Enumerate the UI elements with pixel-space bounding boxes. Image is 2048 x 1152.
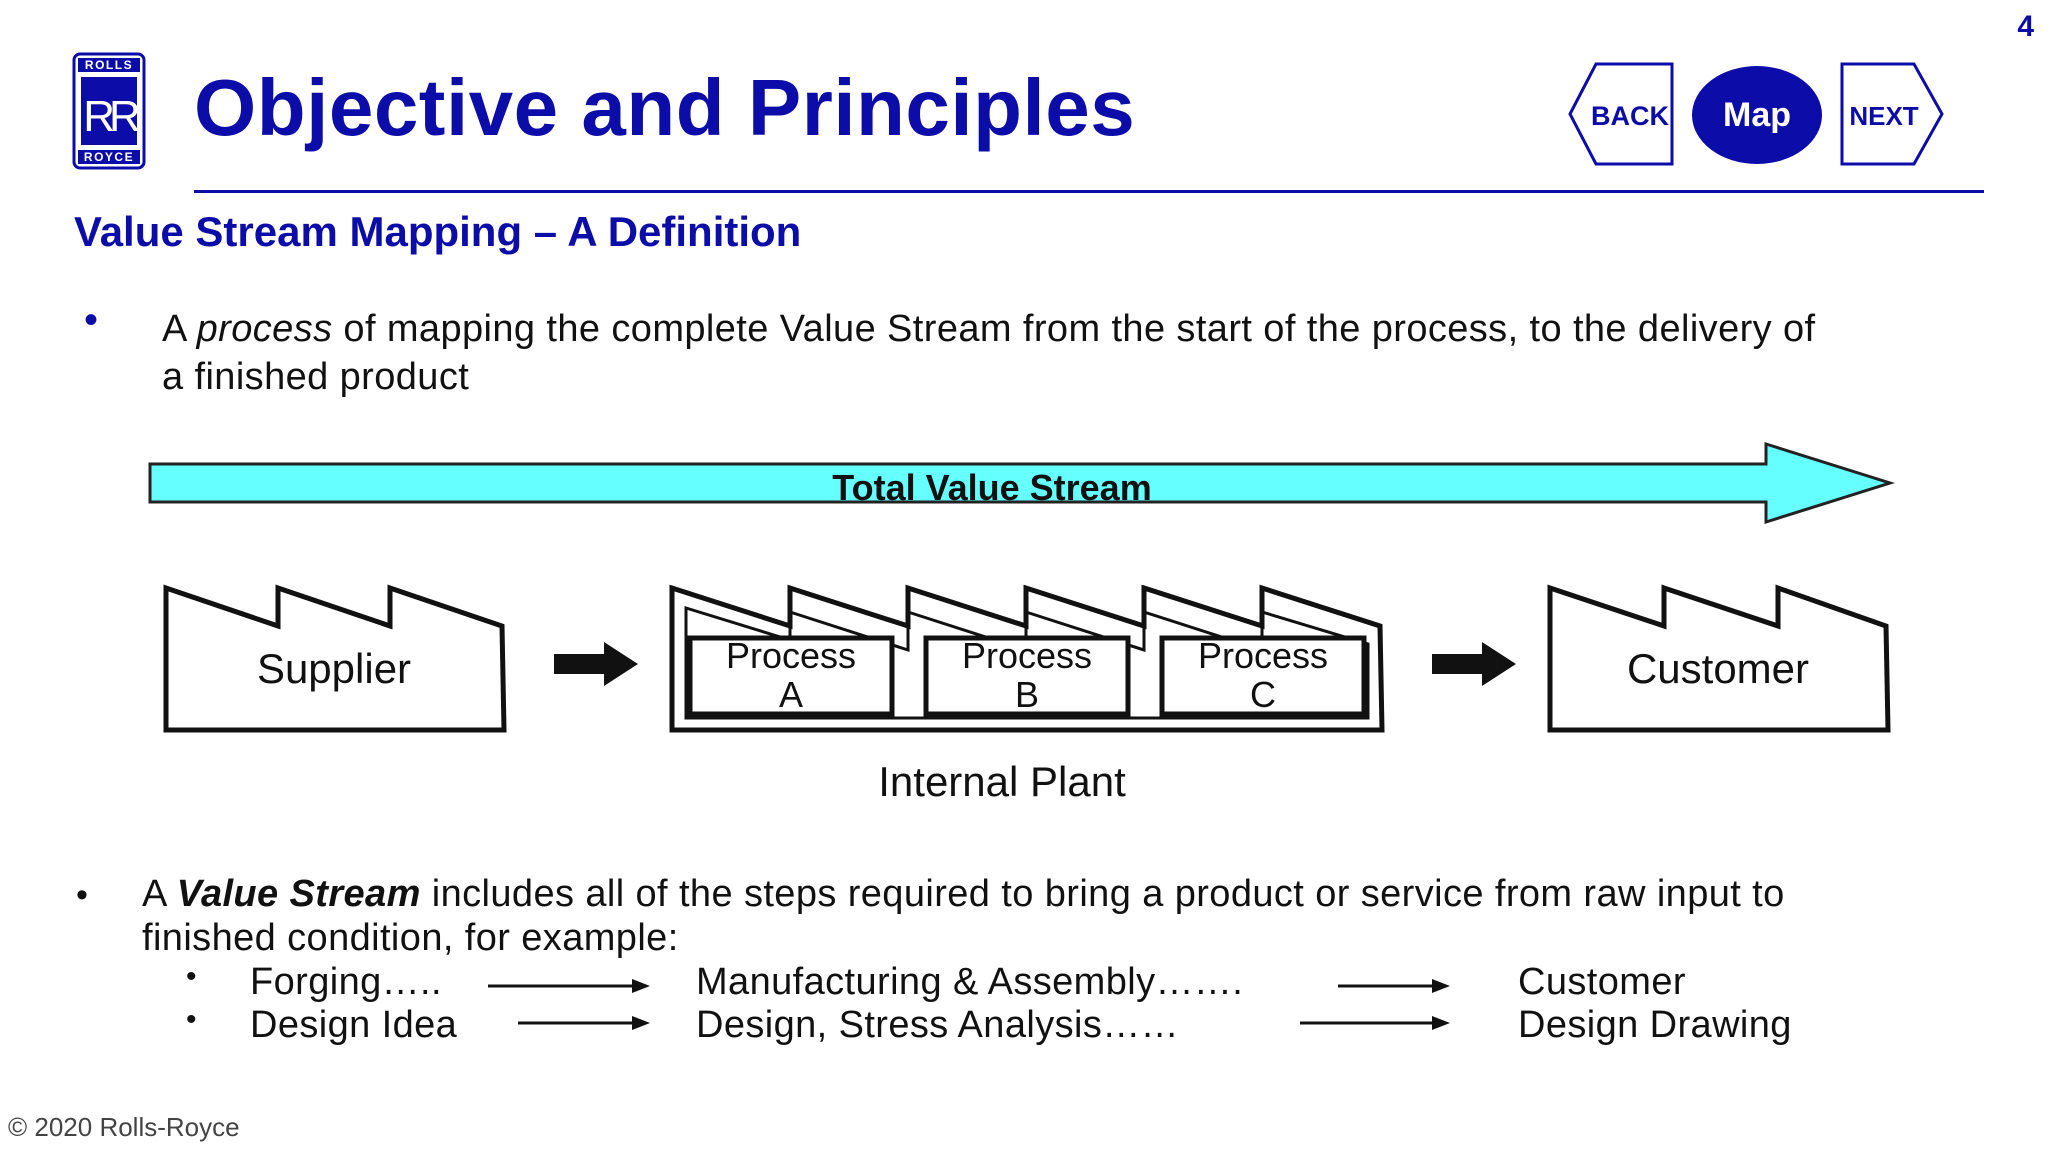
process-b-word: Process xyxy=(962,635,1092,676)
definition-bullet: A process of mapping the complete Value … xyxy=(162,305,1962,401)
rolls-royce-logo: ROLLS ROYCE RR xyxy=(72,52,146,170)
page-title: Objective and Principles xyxy=(194,63,1136,152)
copyright-footer: © 2020 Rolls-Royce xyxy=(8,1112,240,1142)
sub-bullet-marker: • xyxy=(186,1003,197,1036)
sub-bullet-marker: • xyxy=(186,960,197,993)
example-2-step-1: Design Idea xyxy=(250,1004,458,1046)
value-stream-diagram: Total Value Stream Supplier Process A Pr… xyxy=(148,441,1895,805)
example-arrow-icon xyxy=(518,1016,650,1030)
flow-arrow-icon xyxy=(1432,642,1516,686)
back-button-label: BACK xyxy=(1591,101,1669,131)
logo-bottom-text: ROYCE xyxy=(84,150,134,164)
example-1-step-2: Manufacturing & Assembly……. xyxy=(696,961,1244,1003)
internal-plant-label: Internal Plant xyxy=(878,758,1126,805)
example-arrow-icon xyxy=(488,979,650,993)
value-stream-line-2: finished condition, for example: xyxy=(142,917,679,959)
example-arrow-icon xyxy=(1338,979,1450,993)
value-stream-bullet: A Value Stream includes all of the steps… xyxy=(142,872,2022,960)
section-subtitle: Value Stream Mapping – A Definition xyxy=(74,208,802,255)
definition-line-1: A process of mapping the complete Value … xyxy=(162,308,1816,350)
back-button[interactable]: BACK xyxy=(1568,62,1676,166)
customer-factory-icon xyxy=(1547,584,1891,733)
process-b-letter: B xyxy=(1015,674,1039,715)
map-button[interactable]: Map xyxy=(1690,64,1824,166)
bullet-marker: • xyxy=(84,298,99,342)
process-a-word: Process xyxy=(726,635,856,676)
value-stream-emphasis: Value Stream xyxy=(176,873,421,915)
definition-emphasis: process xyxy=(196,308,333,350)
map-button-label: Map xyxy=(1723,96,1791,134)
total-value-stream-arrow xyxy=(148,441,1895,525)
supplier-label: Supplier xyxy=(257,645,411,692)
logo-monogram: RR xyxy=(83,92,139,141)
example-1-step-3: Customer xyxy=(1518,961,1686,1003)
next-button-label: NEXT xyxy=(1849,101,1918,131)
title-divider xyxy=(194,190,1984,193)
next-button[interactable]: NEXT xyxy=(1840,62,1944,166)
value-stream-line-1: A Value Stream includes all of the steps… xyxy=(142,873,1785,915)
process-box-b xyxy=(923,635,1131,717)
process-a-letter: A xyxy=(779,674,803,715)
process-c-word: Process xyxy=(1198,635,1328,676)
customer-label: Customer xyxy=(1627,645,1809,692)
process-box-c xyxy=(1159,635,1367,717)
flow-arrow-icon xyxy=(554,642,638,686)
process-box-a xyxy=(687,635,895,717)
total-value-stream-label: Total Value Stream xyxy=(832,467,1151,508)
process-c-letter: C xyxy=(1250,674,1276,715)
definition-line-2: a finished product xyxy=(162,356,470,398)
supplier-factory-icon xyxy=(163,584,507,733)
logo-top-text: ROLLS xyxy=(85,58,133,72)
bullet-marker: • xyxy=(76,876,88,914)
example-2-step-3: Design Drawing xyxy=(1518,1004,1792,1046)
example-1-step-1: Forging….. xyxy=(250,961,442,1003)
page-number: 4 xyxy=(2017,10,2034,43)
example-2-step-2: Design, Stress Analysis…… xyxy=(696,1004,1180,1046)
example-arrow-icon xyxy=(1300,1016,1450,1030)
internal-plant-inner-outline xyxy=(684,605,1370,720)
